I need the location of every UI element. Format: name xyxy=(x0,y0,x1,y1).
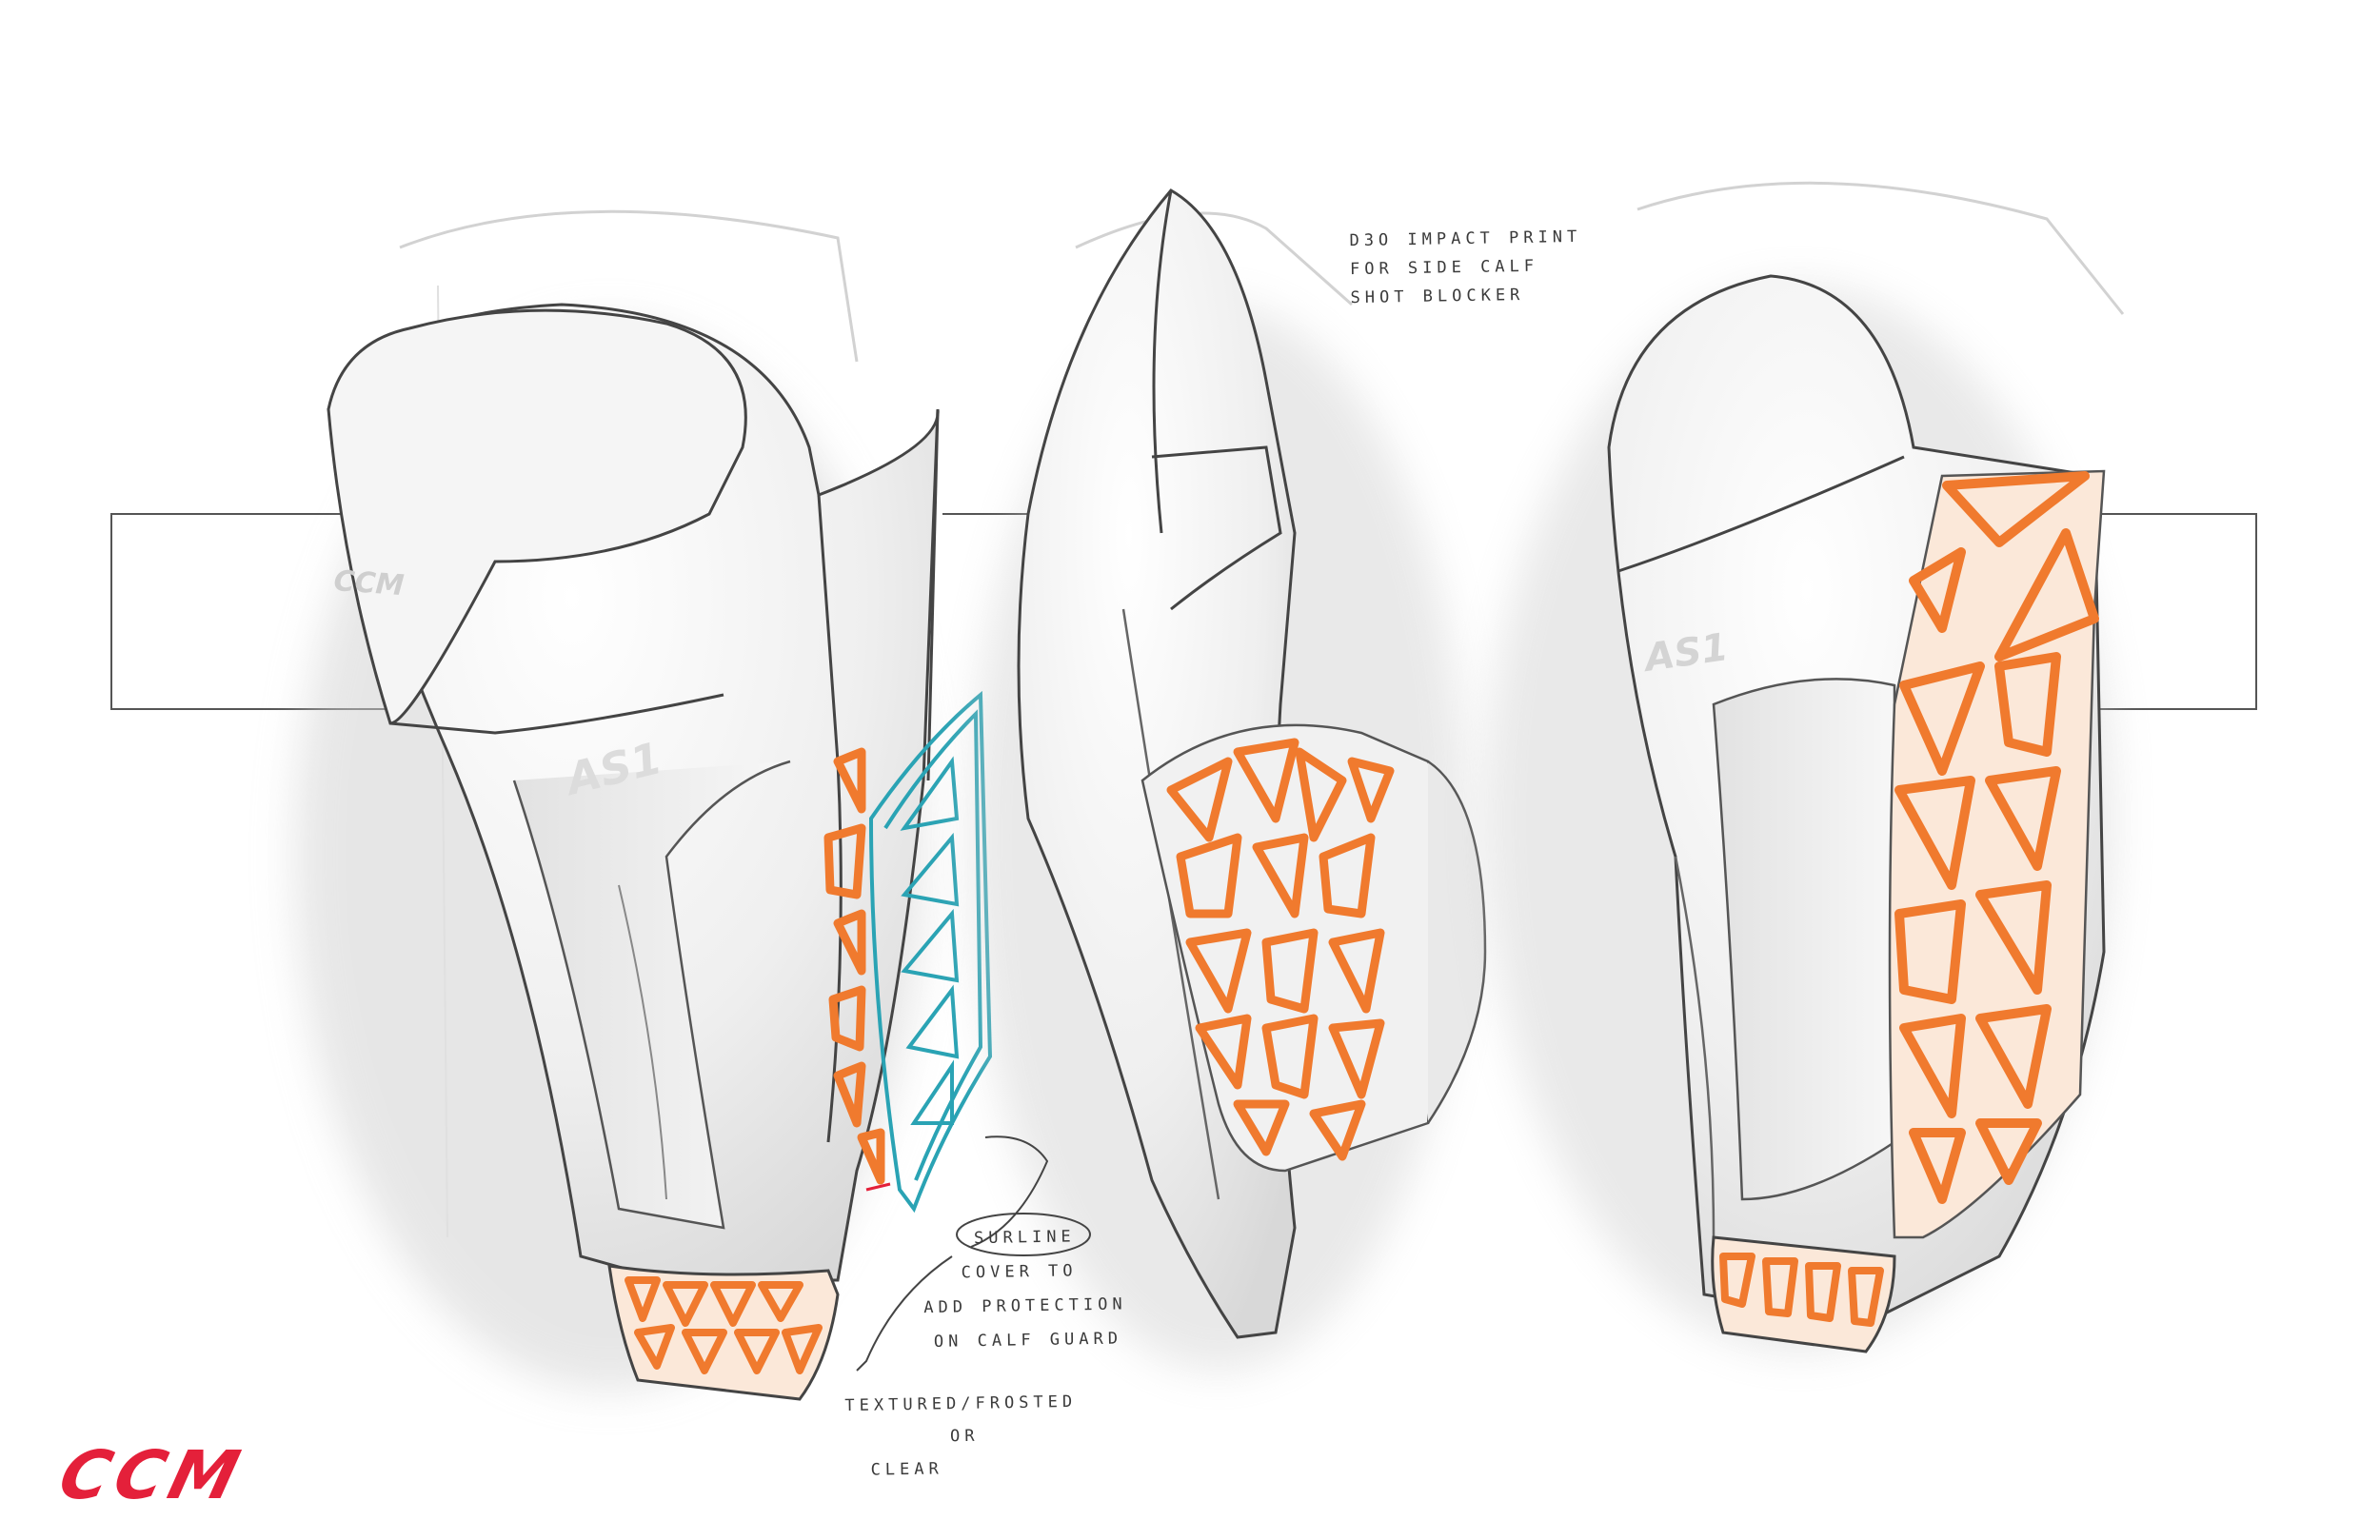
d3o-note-line-3: SHOT BLOCKER xyxy=(1350,285,1525,308)
surline-note-line-3: ADD PROTECTION xyxy=(923,1294,1127,1318)
middle-calf-guard xyxy=(971,188,1487,1371)
left-brand-mark: CCM xyxy=(332,564,405,602)
surline-note-line-4: ON CALF GUARD xyxy=(933,1329,1123,1352)
finish-note-line-1: TEXTURED/FROSTED xyxy=(844,1392,1078,1416)
right-d3o-pattern xyxy=(1894,471,2099,1204)
finish-annotation: TEXTURED/FROSTED OR CLEAR xyxy=(844,1386,1079,1487)
right-calf-guard: AS1 xyxy=(1485,181,2125,1353)
frame-rect-right xyxy=(2093,513,2257,710)
left-d3o-pattern xyxy=(823,747,885,1185)
right-ankle-band xyxy=(1711,1235,1896,1353)
surline-note-line-1: SURLINE xyxy=(973,1227,1076,1249)
surline-annotation: SURLINE COVER TO ADD PROTECTION ON CALF … xyxy=(923,1218,1128,1358)
d3o-annotation: D3O IMPACT PRINT FOR SIDE CALF SHOT BLOC… xyxy=(1349,223,1582,312)
left-calf-guard: CCM AS1 xyxy=(295,209,993,1401)
ccm-logo-text: CCM xyxy=(59,1439,252,1511)
surline-note-line-2: COVER TO xyxy=(961,1261,1078,1283)
d3o-note-line-2: FOR SIDE CALF xyxy=(1349,256,1539,280)
left-knee-cap xyxy=(327,308,747,725)
finish-note-line-3: CLEAR xyxy=(870,1459,943,1480)
right-side-panel xyxy=(1888,469,2106,1239)
callout-lines xyxy=(856,1135,1091,1372)
middle-d3o-pattern xyxy=(1166,738,1395,1161)
finish-note-line-2: OR xyxy=(949,1426,980,1447)
d3o-note-line-1: D3O IMPACT PRINT xyxy=(1349,227,1582,251)
ccm-logo: CCM xyxy=(59,1439,252,1511)
